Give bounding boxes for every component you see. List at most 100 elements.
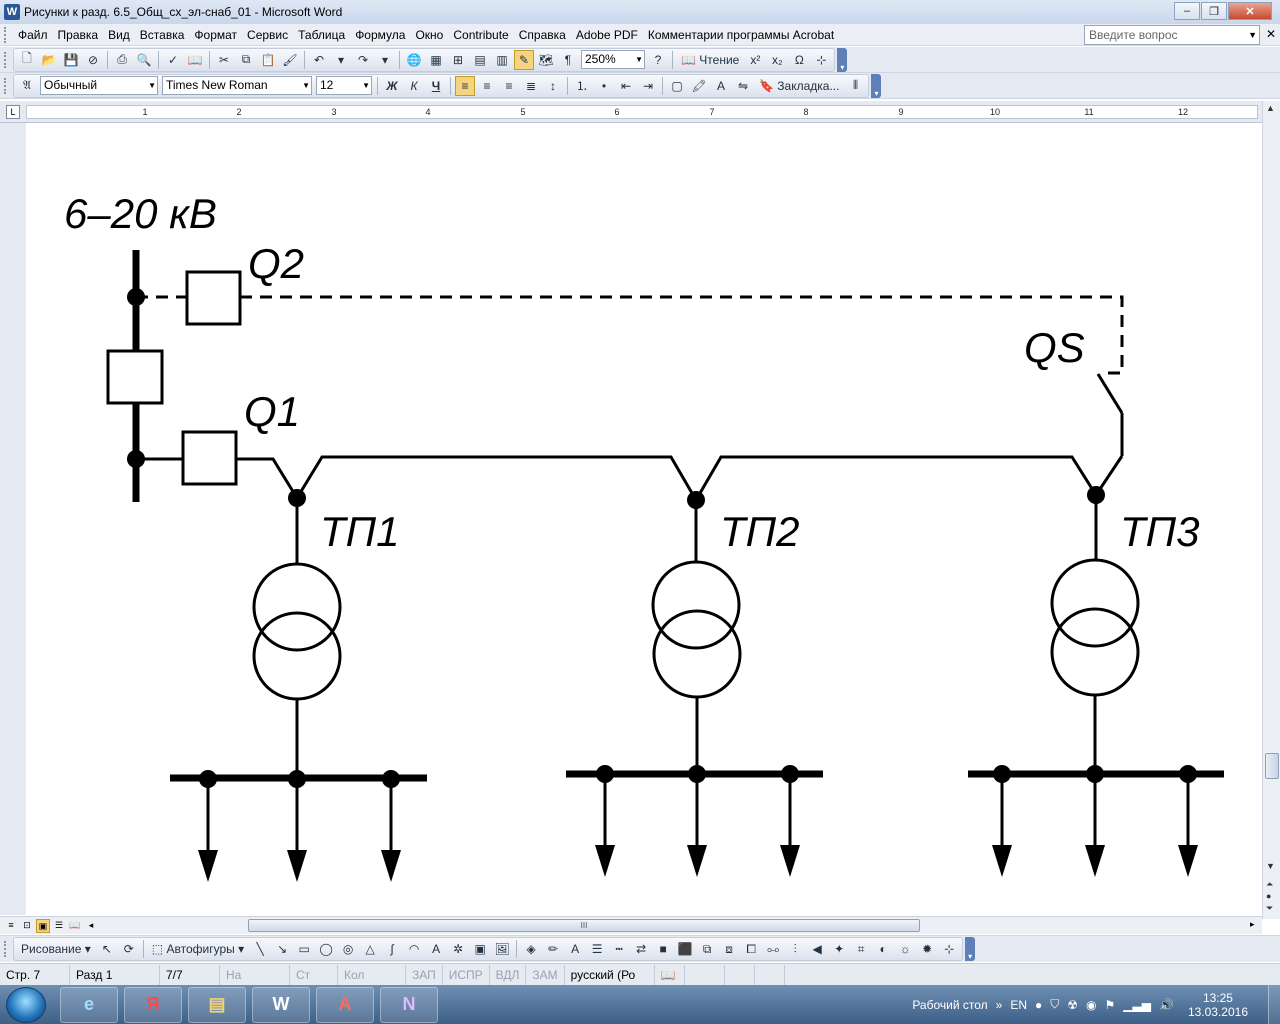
align-right-icon[interactable]: ≡ (505, 78, 513, 93)
contrast-icon[interactable]: ◐ (879, 942, 887, 956)
columns-icon[interactable]: ▥ (496, 52, 508, 67)
styles-pane-icon[interactable]: 𝔄 (23, 78, 31, 92)
minimize-button[interactable]: – (1174, 2, 1200, 20)
help-search-input[interactable]: Введите вопрос ▼ (1084, 25, 1260, 45)
redo-dropdown-icon[interactable]: ▾ (381, 52, 389, 67)
3d-style-icon[interactable]: ⬛ (677, 942, 693, 956)
status-language[interactable]: русский (Ро (565, 964, 655, 985)
show-hide-marks-icon[interactable]: ¶ (564, 52, 572, 67)
horizontal-scroll-thumb[interactable]: III (248, 919, 920, 932)
toolbar-grip-icon[interactable] (4, 51, 7, 68)
research-icon[interactable]: 📖 (187, 52, 203, 67)
triangle-icon[interactable]: △ (365, 942, 375, 956)
document-map-icon[interactable]: 🗺 (538, 52, 554, 67)
show-desktop-button[interactable] (1268, 985, 1280, 1024)
undo-dropdown-icon[interactable]: ▾ (337, 52, 345, 67)
sun-icon[interactable]: ✹ (922, 942, 933, 956)
outline-view-icon[interactable]: ☰ (54, 920, 64, 930)
menu-tools[interactable]: Сервис (247, 27, 289, 42)
group-icon[interactable]: ⧉ (702, 941, 712, 956)
insert-table-icon[interactable]: ⊞ (452, 52, 464, 67)
autoshapes-menu-button[interactable]: ⬚ Автофигуры ▾ (151, 942, 245, 956)
taskbar-file-explorer[interactable]: ▤ (188, 986, 246, 1023)
send-back-icon[interactable]: ⧟ (767, 941, 780, 956)
browse-object-icon[interactable]: ● (1266, 891, 1272, 901)
menu-view[interactable]: Вид (108, 27, 130, 42)
chevron-down-icon[interactable]: ▼ (1248, 30, 1257, 40)
curve-icon[interactable]: ∫ (390, 942, 394, 956)
align-left-icon[interactable]: ≡ (455, 75, 475, 96)
toolbar-options-icon[interactable]: ▾ (837, 47, 848, 72)
fill-color-icon[interactable]: ◈ (526, 942, 536, 956)
subscript-button[interactable]: x₂ (772, 52, 783, 67)
menu-format[interactable]: Формат (194, 27, 238, 42)
redo-icon[interactable]: ↷ (357, 52, 369, 67)
taskbar-yandex-browser[interactable]: Я (124, 986, 182, 1023)
paste-icon[interactable]: 📋 (260, 52, 276, 67)
decrease-indent-icon[interactable]: ⇤ (620, 78, 632, 93)
status-extend[interactable]: ВДЛ (490, 964, 527, 985)
field-icon[interactable]: ⊹ (816, 52, 827, 67)
drawing-toggle-icon[interactable]: ✎ (514, 49, 534, 70)
scroll-right-icon[interactable]: ▸ (1250, 919, 1255, 929)
scroll-down-icon[interactable]: ▼ (1266, 861, 1275, 871)
font-color-icon[interactable]: A (716, 78, 725, 93)
spelling-icon[interactable]: ✓ (167, 52, 179, 67)
taskbar-adobe-reader[interactable]: A (316, 986, 374, 1023)
rectangle-tool-icon[interactable]: ▭ (298, 942, 310, 956)
scroll-left-icon[interactable]: ◂ (88, 920, 94, 930)
new-document-icon[interactable]: 🗋 (22, 51, 32, 65)
menu-edit[interactable]: Правка (57, 27, 99, 42)
edit-points-icon[interactable]: ✦ (834, 942, 845, 956)
start-button[interactable] (6, 986, 46, 1023)
symbol-omega-button[interactable]: Ω (794, 52, 804, 67)
toolbar-options-icon[interactable]: ▾ (965, 937, 976, 961)
system-clock[interactable]: 13:25 13.03.2016 (1188, 991, 1248, 1019)
align-icon[interactable]: ⫶ (793, 941, 797, 956)
wordart-icon[interactable]: A (432, 942, 441, 956)
print-icon[interactable]: ⎙ (117, 52, 127, 66)
status-record-macro[interactable]: ЗАП (406, 964, 443, 985)
next-page-icon[interactable]: ⏷ (1266, 903, 1274, 913)
reading-view-icon[interactable]: 📖 (69, 920, 81, 930)
cut-icon[interactable]: ✂ (218, 52, 230, 67)
flag-icon[interactable]: ⚑ (1104, 997, 1116, 1012)
desktop-toolbar-label[interactable]: Рабочий стол (912, 997, 988, 1012)
font-select[interactable]: Times New Roman ▼ (162, 76, 312, 95)
word-app-icon[interactable]: W (4, 4, 20, 20)
save-icon[interactable]: 💾 (63, 52, 79, 67)
copy-icon[interactable]: ⧉ (241, 52, 251, 66)
rotate-icon[interactable]: ⟳ (123, 942, 134, 956)
restore-button[interactable]: ❐ (1201, 2, 1227, 20)
format-painter-icon[interactable]: 🖌 (282, 52, 298, 67)
shield-icon[interactable]: ⛉ (1050, 997, 1060, 1011)
notification-icon[interactable]: ● (1035, 997, 1043, 1012)
menu-contribute[interactable]: Contribute (453, 27, 509, 42)
line-tool-icon[interactable]: ╲ (256, 942, 264, 956)
increase-indent-icon[interactable]: ⇥ (642, 78, 654, 93)
spelling-status-icon[interactable]: 📖 (655, 964, 685, 985)
volume-icon[interactable]: 🔊 (1158, 997, 1174, 1012)
vertical-scroll-thumb[interactable] (1265, 753, 1279, 779)
menu-file[interactable]: Файл (18, 27, 48, 42)
bring-front-icon[interactable]: ⧠ (746, 941, 756, 956)
hyperlink-icon[interactable]: 🌐 (406, 52, 422, 67)
justify-icon[interactable]: ≣ (525, 78, 537, 93)
picture-icon[interactable]: 🖼 (494, 942, 510, 956)
tab-selector[interactable]: L (6, 105, 20, 119)
toolbar-grip-icon[interactable] (4, 77, 7, 94)
font-color-icon[interactable]: A (571, 942, 580, 956)
diagram-icon[interactable]: ✲ (453, 942, 464, 956)
circle-target-icon[interactable]: ◎ (342, 942, 354, 956)
status-overtype[interactable]: ЗАМ (526, 964, 565, 985)
close-button[interactable]: ✕ (1228, 2, 1272, 20)
brightness-icon[interactable]: ☼ (899, 942, 911, 956)
arrow-tool-icon[interactable]: ↘ (277, 942, 288, 956)
reading-mode-button[interactable]: 📖 Чтение (677, 50, 743, 70)
update-icon[interactable]: ◉ (1086, 997, 1097, 1012)
align-center-icon[interactable]: ≡ (483, 78, 491, 93)
clipart-icon[interactable]: ▣ (474, 942, 486, 956)
style-select[interactable]: Обычный ▼ (40, 76, 158, 95)
arc-icon[interactable]: ◠ (408, 942, 420, 956)
menu-window[interactable]: Окно (415, 27, 444, 42)
